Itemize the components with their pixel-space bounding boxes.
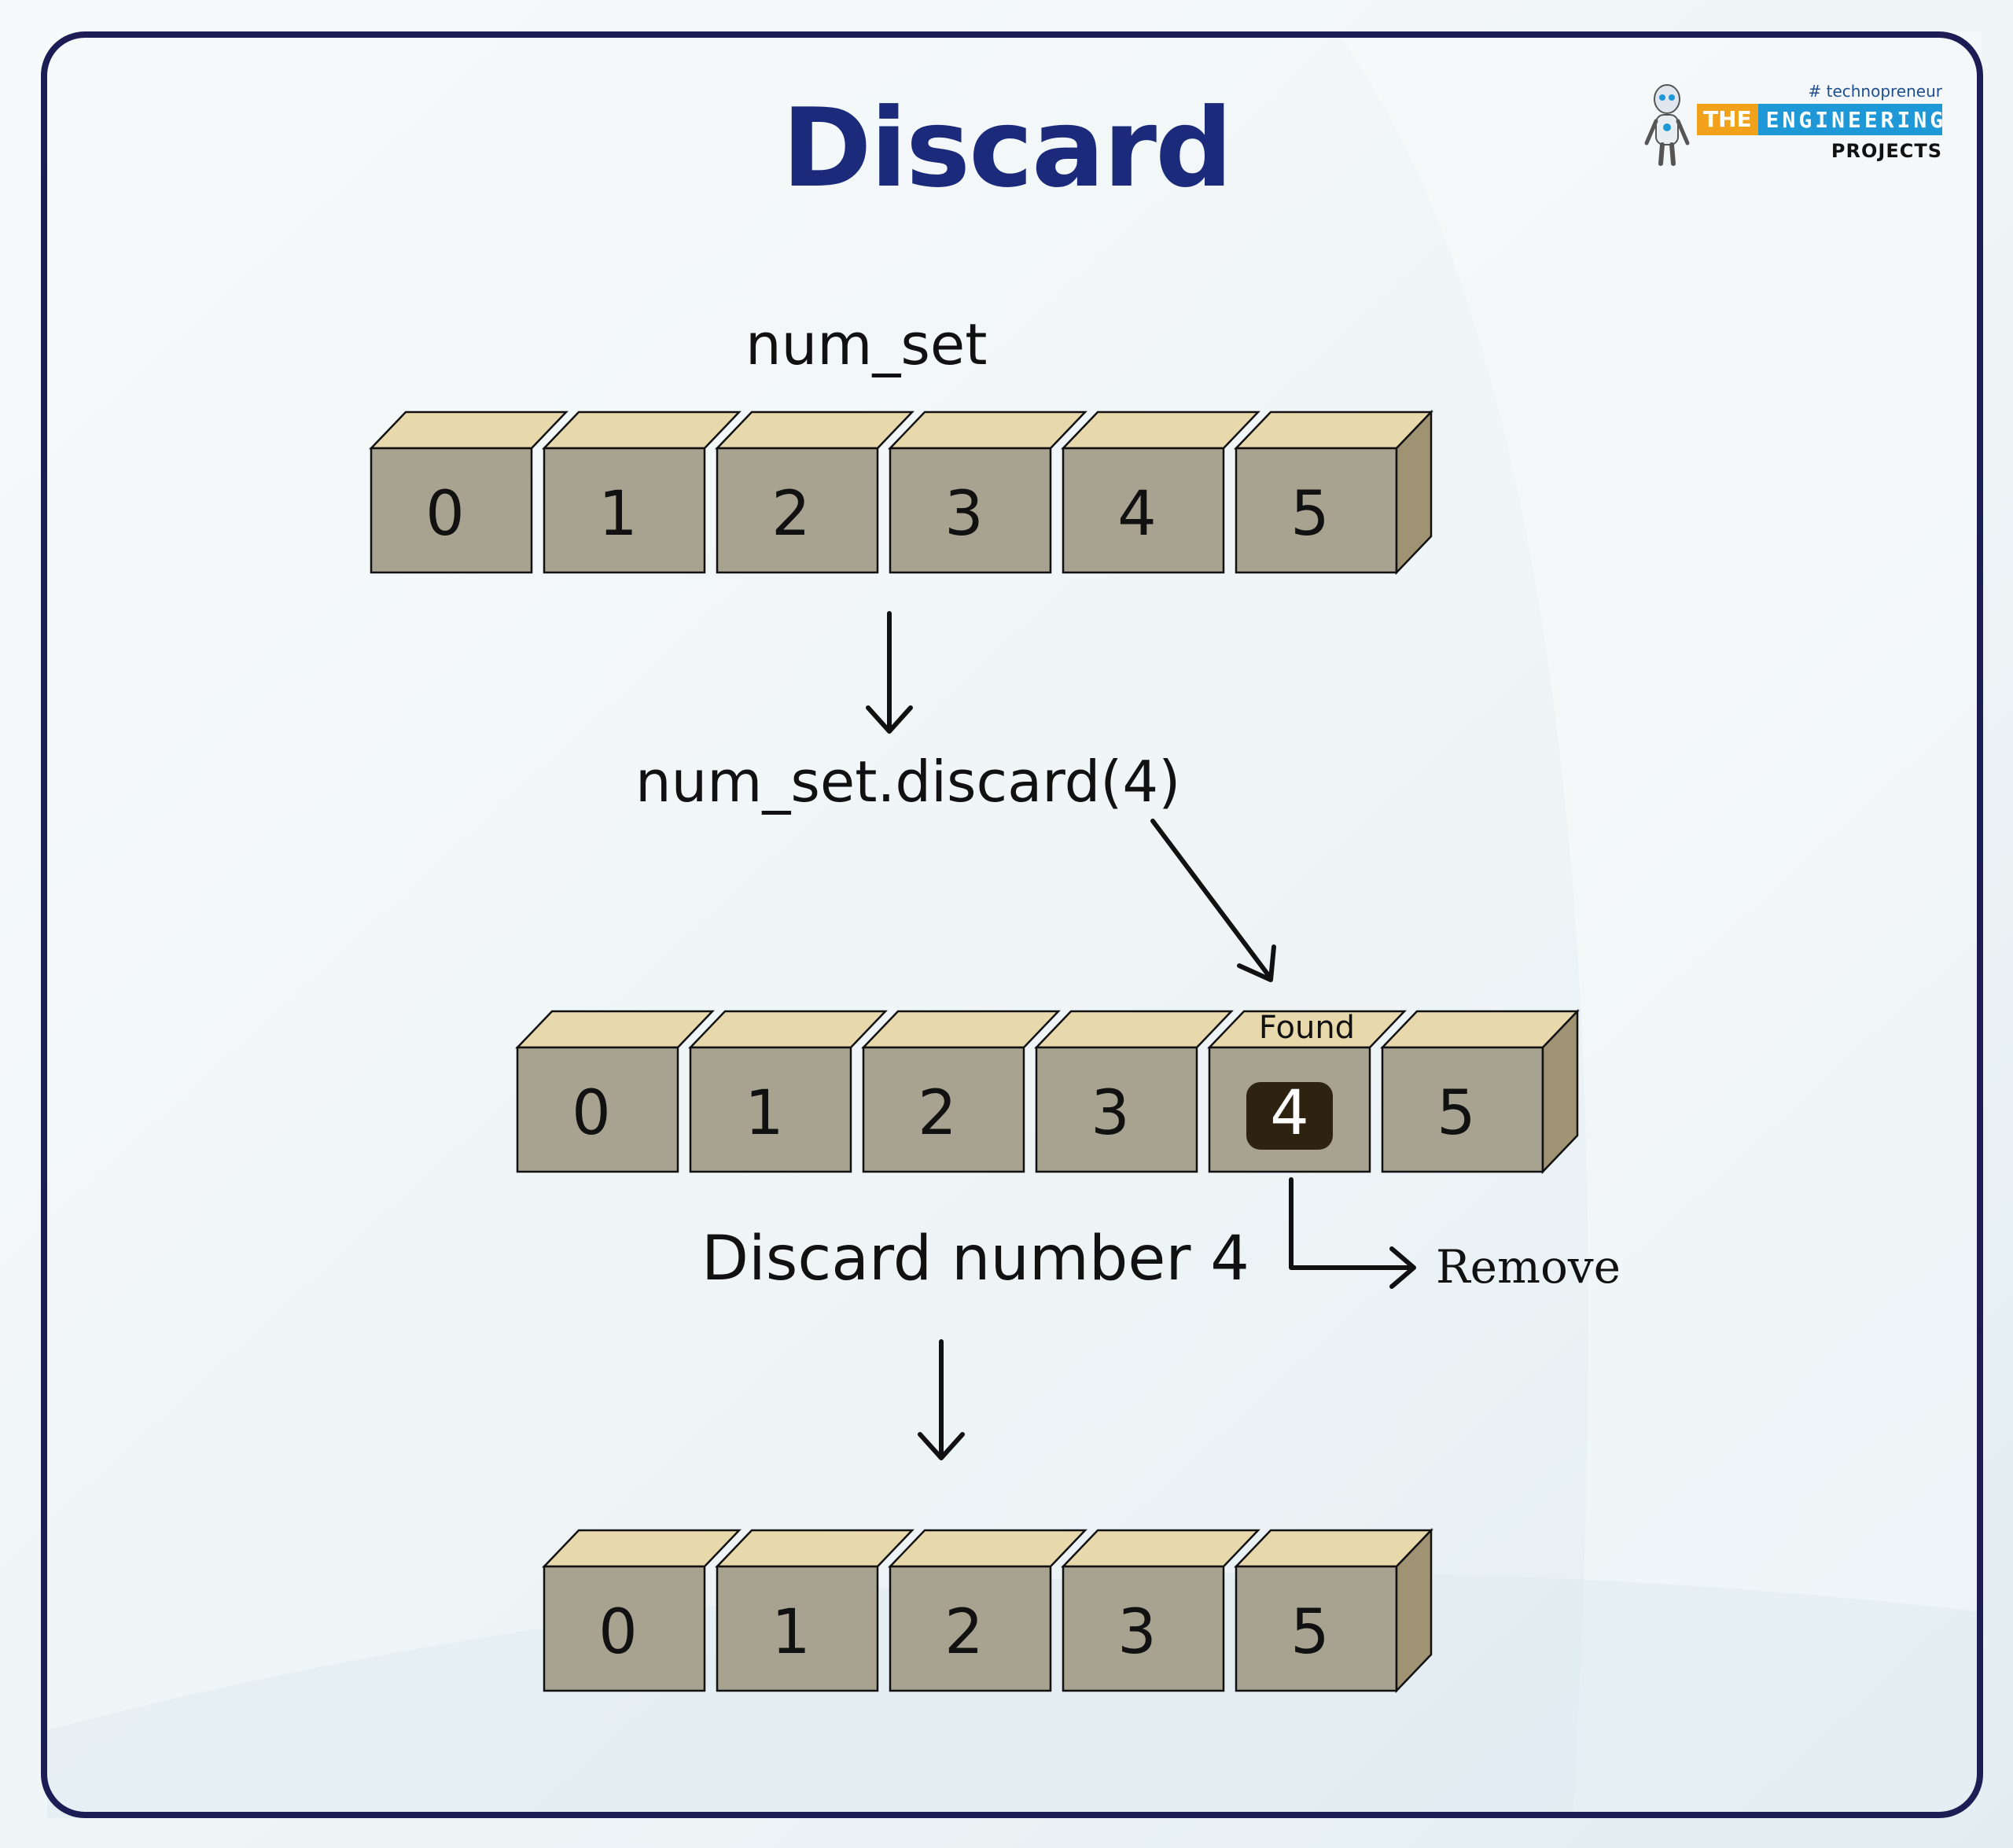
set-box: 3 [1061, 1529, 1260, 1692]
box-top-face [861, 1010, 1061, 1049]
box-top-face [1034, 1010, 1234, 1049]
box-front-face [889, 447, 1052, 574]
logo-engineering: ENGINEERING [1765, 106, 1947, 133]
box-front-face [1235, 1565, 1398, 1692]
set-box: 1 [542, 410, 742, 574]
box-top-face [888, 410, 1087, 450]
set-box: 3 [1034, 1010, 1234, 1173]
box-value: 2 [771, 479, 811, 550]
box-top-face [888, 1529, 1087, 1568]
arrow-down-1 [866, 611, 913, 734]
box-front-face [1235, 447, 1398, 574]
logo-tagline: # technopreneur [1808, 82, 1942, 101]
box-value: 0 [425, 479, 465, 550]
box-value: 2 [918, 1078, 957, 1149]
box-top-face [1061, 410, 1260, 450]
remove-label: Remove [1436, 1240, 1621, 1294]
box-front-face [862, 1046, 1025, 1173]
box-value: 3 [944, 479, 984, 550]
box-top-face [542, 410, 742, 450]
set-box: 5 [1234, 409, 1433, 576]
box-top-face [715, 410, 914, 450]
discard-caption: Discard number 4 [701, 1224, 1249, 1294]
box-front-face [1381, 1046, 1544, 1173]
box-value: 4 [1117, 479, 1157, 550]
arrow-diagonal [1150, 819, 1276, 982]
found-badge [1246, 1082, 1333, 1150]
box-value: 5 [1437, 1078, 1476, 1149]
set-box: 1 [688, 1010, 888, 1173]
logo-banner: THE ENGINEERING [1697, 104, 1943, 135]
box-value: 0 [598, 1597, 638, 1668]
set-box: 0 [542, 1529, 742, 1692]
page-title: Discard [782, 85, 1233, 212]
box-top-face [515, 1010, 715, 1049]
set-box: 0 [369, 410, 569, 574]
box-value: 4 [1270, 1078, 1309, 1149]
box-front-face [370, 447, 533, 574]
box-value: 1 [598, 479, 638, 550]
box-front-face [1035, 1046, 1198, 1173]
logo-the: THE [1697, 104, 1758, 135]
set-box: 2 [715, 410, 914, 574]
box-value: 2 [944, 1597, 984, 1668]
box-value: 5 [1290, 479, 1330, 550]
box-top-face [715, 1529, 914, 1568]
arrow-remove [1289, 1177, 1416, 1289]
set-box: 0 [515, 1010, 715, 1173]
box-side-face [1395, 1527, 1433, 1694]
box-value: 3 [1117, 1597, 1157, 1668]
box-top-face [542, 1529, 742, 1568]
logo-projects: PROJECTS [1831, 140, 1942, 162]
box-side-face [1541, 1008, 1579, 1175]
set-box: 4 [1061, 410, 1260, 574]
box-top-face [688, 1010, 888, 1049]
box-front-face [543, 447, 706, 574]
box-value: 1 [771, 1597, 811, 1668]
found-label: Found [1259, 1010, 1355, 1046]
search-set: 0 1 2 3 Found 4 5 [515, 1008, 1580, 1175]
diagram-frame [41, 31, 1983, 1818]
box-value: 5 [1290, 1597, 1330, 1668]
set-box: 3 [888, 410, 1087, 574]
box-top-face [369, 410, 569, 450]
box-value: 0 [572, 1078, 611, 1149]
box-front-face [716, 447, 879, 574]
box-value: 3 [1091, 1078, 1130, 1149]
set-box: Found 4 [1207, 1010, 1407, 1173]
set-box: 5 [1234, 1527, 1433, 1694]
box-front-face [516, 1046, 679, 1173]
set-box: 5 [1380, 1008, 1580, 1175]
box-front-face [689, 1046, 852, 1173]
box-front-face [1062, 447, 1225, 574]
set-box: 2 [861, 1010, 1061, 1173]
box-front-face [716, 1565, 879, 1692]
box-front-face [1062, 1565, 1225, 1692]
set-name-label: num_set [745, 311, 988, 377]
box-value: 1 [745, 1078, 784, 1149]
set-box: 2 [888, 1529, 1087, 1692]
robot-icon [1644, 84, 1690, 166]
logo: # technopreneur THE ENGINEERING PROJECTS [1642, 82, 1949, 168]
box-front-face [889, 1565, 1052, 1692]
result-set: 0 1 2 3 5 [542, 1527, 1433, 1694]
method-call-label: num_set.discard(4) [635, 749, 1181, 815]
box-top-face [1061, 1529, 1260, 1568]
box-front-face [543, 1565, 706, 1692]
box-side-face [1395, 409, 1433, 576]
set-box: 1 [715, 1529, 914, 1692]
arrow-down-2 [918, 1339, 965, 1460]
initial-set: 0 1 2 3 4 5 [369, 409, 1433, 576]
